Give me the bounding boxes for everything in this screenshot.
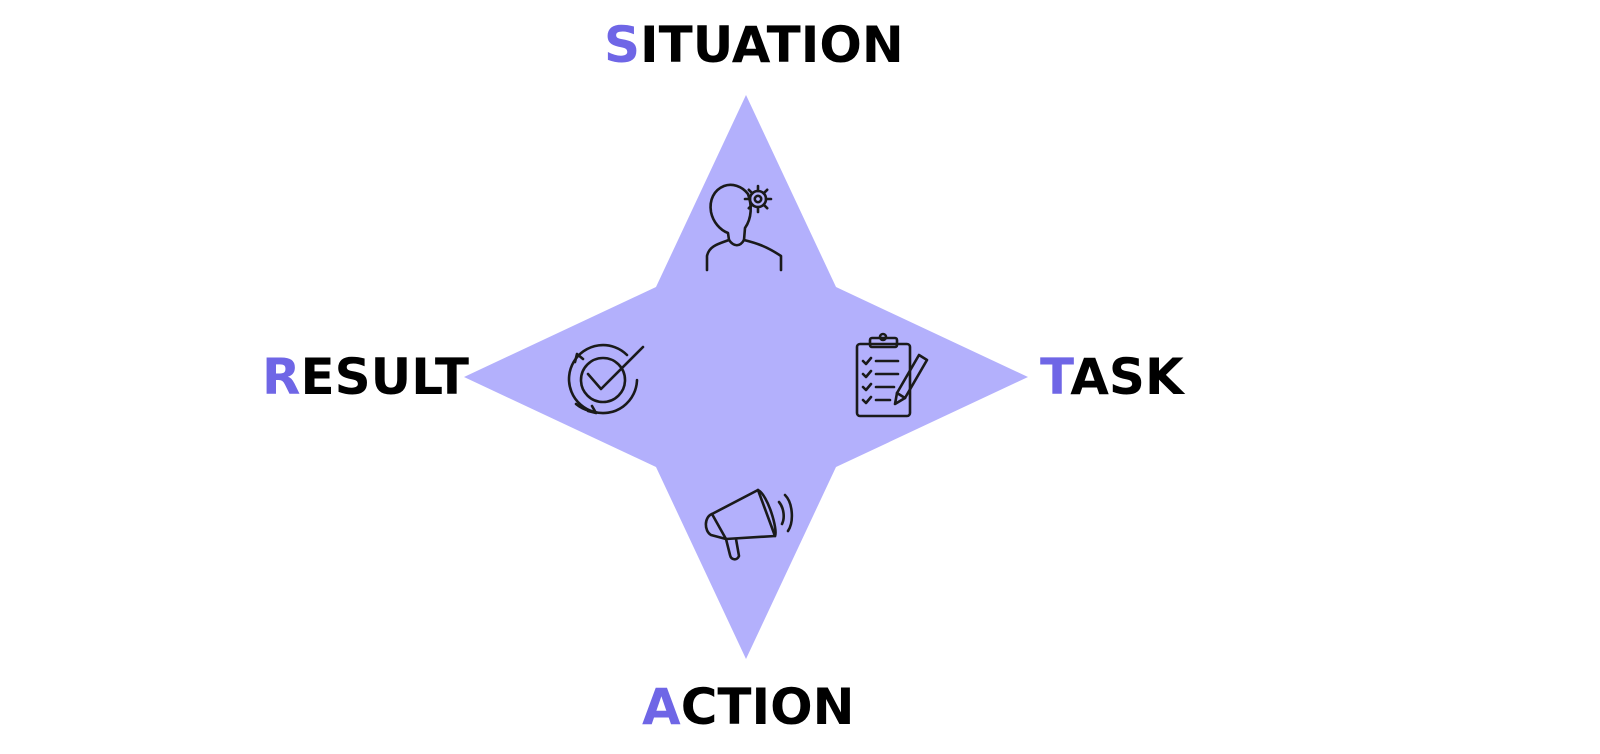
action-rest: CTION [680,678,855,736]
situation-initial: S [604,16,641,74]
task-label: TASK [1040,352,1184,402]
result-label: RESULT [262,352,469,402]
action-label: ACTION [642,682,854,732]
four-point-star-shape [464,95,1028,659]
action-initial: A [642,678,681,736]
situation-rest: ITUATION [640,16,904,74]
task-rest: ASK [1070,348,1184,406]
cycle-check-icon [567,343,645,415]
clipboard-checklist-pencil-icon [855,332,929,418]
situation-label: SITUATION [604,20,904,70]
megaphone-icon [704,488,794,561]
result-initial: R [262,348,301,406]
result-rest: ESULT [300,348,469,406]
person-thinking-gear-icon [705,183,783,272]
task-initial: T [1040,348,1071,406]
